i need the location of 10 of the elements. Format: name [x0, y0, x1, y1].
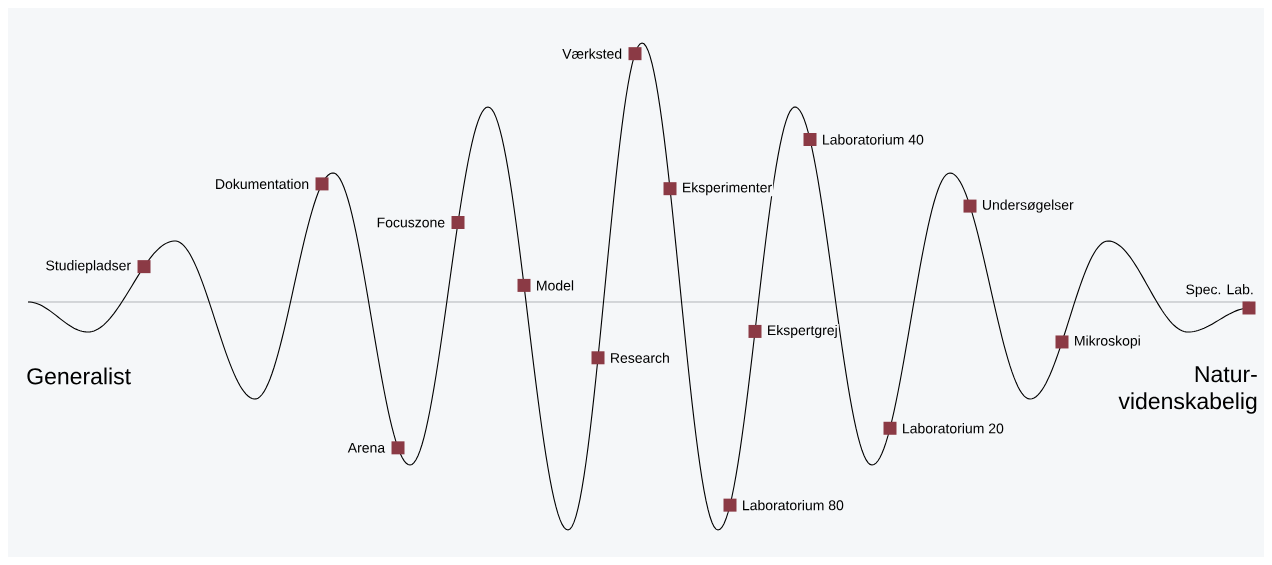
marker-label: Laboratorium 40 [820, 133, 925, 146]
marker-square [1242, 301, 1256, 315]
marker-label: Mikroskopi [1072, 334, 1142, 350]
marker-label: Eksperimenter [680, 181, 774, 197]
category-label: Natur-videnskabelig [1118, 366, 1257, 414]
marker-label: Model [534, 279, 576, 292]
marker-label: Spec. Lab. [1184, 283, 1255, 299]
marker-label: Laboratorium 20 [900, 422, 1005, 435]
marker-label: Studiepladser [44, 259, 133, 275]
category-label: Generalist [27, 367, 131, 385]
